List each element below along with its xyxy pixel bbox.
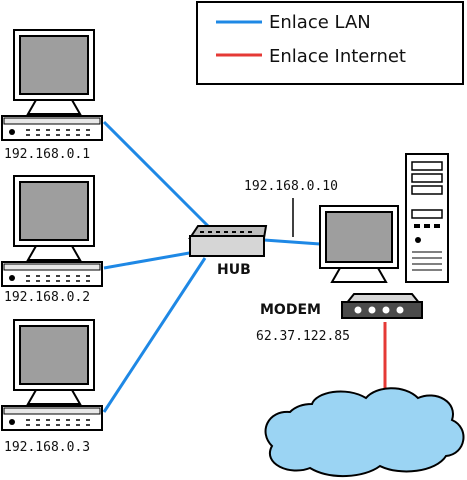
modem-label: MODEM [260,302,321,318]
hub: HUB [188,225,268,278]
lan-link-pc3 [102,257,207,413]
legend-internet-label: Enlace Internet [269,46,406,67]
pc-2: 192.168.0.2 [1,175,103,305]
modem-icon [341,301,423,319]
computer-icon [1,319,103,431]
pc-3-ip: 192.168.0.3 [4,440,90,455]
computer-icon [1,175,103,287]
pc-3: 192.168.0.3 [1,319,103,455]
pc-1: 192.168.0.1 [1,29,103,162]
lan-link-pc2 [103,250,196,270]
tower-pc-icon [405,153,449,283]
hub-label: HUB [217,262,251,278]
legend-lan-label: Enlace LAN [269,12,371,33]
pc-1-ip: 192.168.0.1 [4,147,90,162]
server-workstation [319,153,449,283]
lan-link-server [263,238,321,246]
hub-icon [189,235,265,257]
legend: Enlace LAN Enlace Internet [196,1,464,85]
internet-cloud-icon [264,387,465,478]
pc-2-ip: 192.168.0.2 [4,290,90,305]
legend-box [196,1,464,85]
computer-icon [1,29,103,141]
server-ip: 192.168.0.10 [244,179,338,194]
lan-link-pc1 [102,120,212,230]
lan-links [102,120,321,413]
modem-ip: 62.37.122.85 [256,329,350,344]
modem: MODEM 62.37.122.85 [256,293,423,344]
